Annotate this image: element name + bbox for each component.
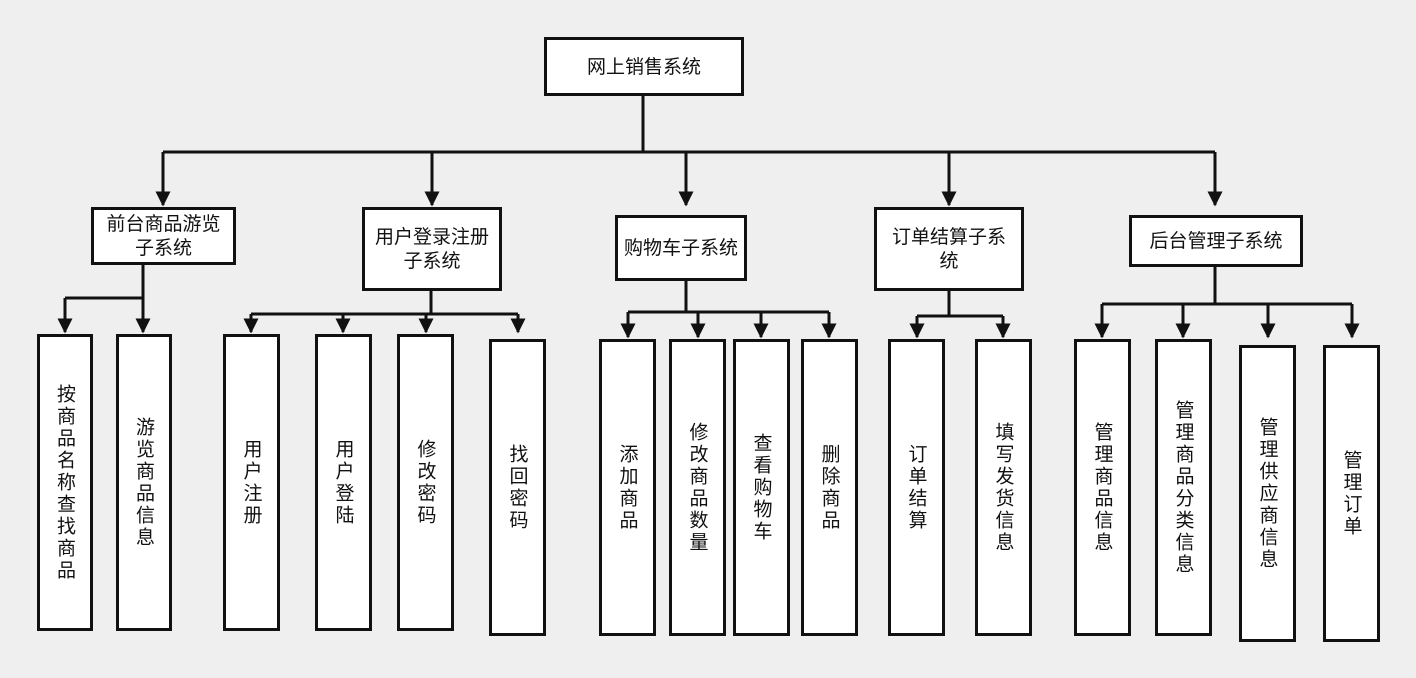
function-label: 添加商品: [616, 443, 639, 532]
function-node: 按商品名称查找商品: [37, 334, 93, 631]
function-label: 查看购物车: [750, 432, 773, 543]
function-label: 管理订单: [1340, 449, 1363, 538]
function-label: 订单结算: [905, 443, 928, 532]
subsystem-node-4: 订单结算子系统: [874, 207, 1024, 291]
subsystem-label: 用户登录注册子系统: [374, 226, 489, 272]
subsystem-label: 前台商品游览子系统: [106, 213, 221, 259]
function-label: 按商品名称查找商品: [54, 383, 76, 582]
function-node: 修改密码: [397, 334, 454, 631]
function-node: 用户注册: [223, 334, 280, 631]
subsystem-label: 购物车子系统: [624, 237, 739, 259]
function-label: 删除商品: [818, 443, 841, 532]
function-label: 管理商品分类信息: [1172, 399, 1195, 576]
function-node: 修改商品数量: [669, 339, 726, 636]
function-node: 删除商品: [801, 339, 858, 636]
root-label: 网上销售系统: [586, 55, 701, 78]
function-node: 订单结算: [888, 339, 945, 636]
function-node: 管理商品信息: [1074, 339, 1131, 636]
root-node: 网上销售系统: [544, 37, 744, 96]
function-label: 游览商品信息: [133, 416, 155, 549]
function-label: 找回密码: [506, 443, 529, 532]
function-node: 管理订单: [1323, 345, 1380, 642]
function-node: 查看购物车: [733, 339, 790, 636]
function-label: 填写发货信息: [992, 421, 1015, 554]
function-node: 游览商品信息: [116, 334, 172, 631]
function-node: 添加商品: [599, 339, 656, 636]
function-label: 管理商品信息: [1091, 421, 1114, 554]
function-node: 管理商品分类信息: [1155, 339, 1212, 636]
function-node: 管理供应商信息: [1239, 345, 1296, 642]
function-label: 修改密码: [414, 438, 437, 527]
subsystem-label: 后台管理子系统: [1149, 230, 1283, 252]
function-node: 用户登陆: [315, 334, 372, 631]
subsystem-node-5: 后台管理子系统: [1129, 215, 1303, 267]
subsystem-node-1: 前台商品游览子系统: [91, 207, 236, 265]
function-label: 管理供应商信息: [1256, 416, 1279, 571]
function-label: 用户登陆: [332, 438, 355, 527]
subsystem-node-2: 用户登录注册子系统: [362, 207, 502, 291]
function-label: 修改商品数量: [686, 421, 709, 554]
subsystem-label: 订单结算子系统: [891, 226, 1006, 272]
function-node: 找回密码: [489, 339, 546, 636]
subsystem-node-3: 购物车子系统: [615, 215, 747, 281]
function-node: 填写发货信息: [975, 339, 1032, 636]
function-label: 用户注册: [240, 438, 263, 527]
